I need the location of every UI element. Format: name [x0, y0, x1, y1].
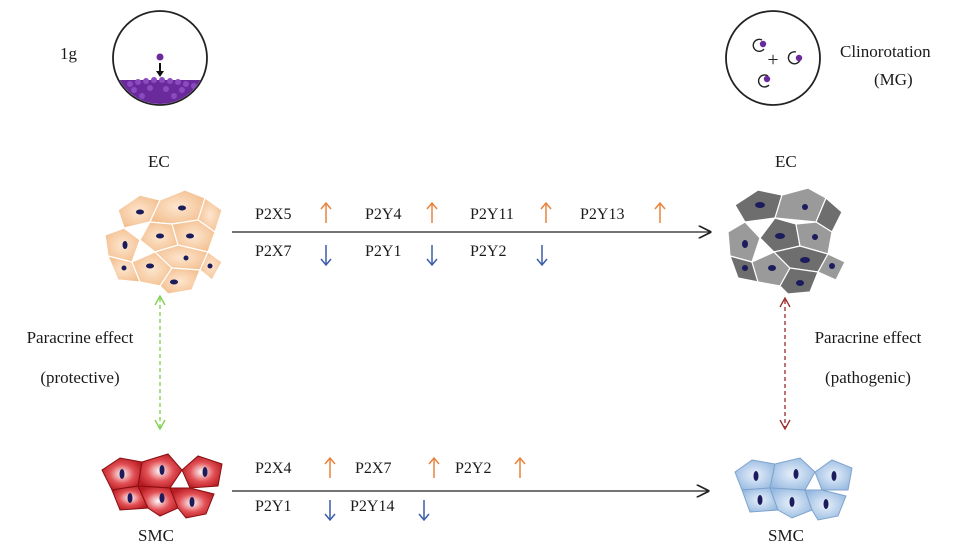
protective-label-line1: Paracrine effect	[26, 328, 134, 347]
ec-down-receptor: P2X7	[255, 243, 292, 260]
ec-normal-label: EC	[148, 152, 170, 171]
ec-down-receptor: P2Y2	[470, 243, 507, 260]
down-arrow-icon	[324, 500, 336, 522]
microgravity-vessel: +	[725, 10, 821, 106]
smc-down-receptor: P2Y1	[255, 498, 292, 515]
svg-text:+: +	[767, 49, 778, 71]
ec-mg-cluster	[727, 187, 846, 295]
down-arrow-icon	[536, 245, 548, 267]
falling-particle	[156, 53, 164, 61]
microgravity-label-line1: Clinorotation	[840, 42, 931, 61]
down-arrow-icon	[426, 245, 438, 267]
down-arrow-icon	[418, 500, 430, 522]
protective-label-line2: (protective)	[40, 368, 120, 387]
down-arrow-icon	[156, 71, 164, 77]
ec-up-receptor: P2Y11	[470, 206, 514, 223]
ec-normal-nuclei	[121, 205, 213, 285]
smc-up-receptor: P2X4	[255, 460, 292, 477]
pathogenic-label-line2: (pathogenic)	[825, 368, 911, 387]
up-arrow-icon	[514, 456, 526, 478]
pathogenic-paracrine-arrow	[779, 296, 791, 431]
normal-gravity-label: 1g	[60, 44, 77, 63]
ec-down-receptor: P2Y1	[365, 243, 402, 260]
microgravity-label-line2: (MG)	[874, 70, 913, 89]
smc-normal-nuclei	[119, 465, 208, 507]
smc-mg-label: SMC	[768, 526, 804, 545]
ec-up-receptor: P2Y4	[365, 206, 402, 223]
ec-mg-nuclei	[742, 202, 835, 286]
ec-mg-label: EC	[775, 152, 797, 171]
up-arrow-icon	[540, 201, 552, 223]
smc-down-receptor: P2Y14	[350, 498, 395, 515]
up-arrow-icon	[426, 201, 438, 223]
protective-paracrine-arrow	[154, 294, 166, 431]
pathogenic-label-line1: Paracrine effect	[814, 328, 922, 347]
smc-up-receptor: P2X7	[355, 460, 392, 477]
protective-paracrine-label: Paracrine effect (protective)	[10, 318, 150, 398]
normal-gravity-vessel	[112, 10, 208, 106]
smc-normal-label: SMC	[138, 526, 174, 545]
up-arrow-icon	[324, 456, 336, 478]
up-arrow-icon	[428, 456, 440, 478]
smc-mg-cluster	[734, 457, 853, 521]
up-arrow-icon	[320, 201, 332, 223]
ec-up-receptor: P2X5	[255, 206, 292, 223]
ec-up-receptor: P2Y13	[580, 206, 625, 223]
smc-up-receptor: P2Y2	[455, 460, 492, 477]
up-arrow-icon	[654, 201, 666, 223]
down-arrow-icon	[320, 245, 332, 267]
smc-mg-nuclei	[753, 469, 837, 509]
smc-normal-cluster	[101, 453, 223, 519]
ec-normal-cluster	[104, 189, 223, 295]
pathogenic-paracrine-label: Paracrine effect (pathogenic)	[798, 318, 938, 398]
